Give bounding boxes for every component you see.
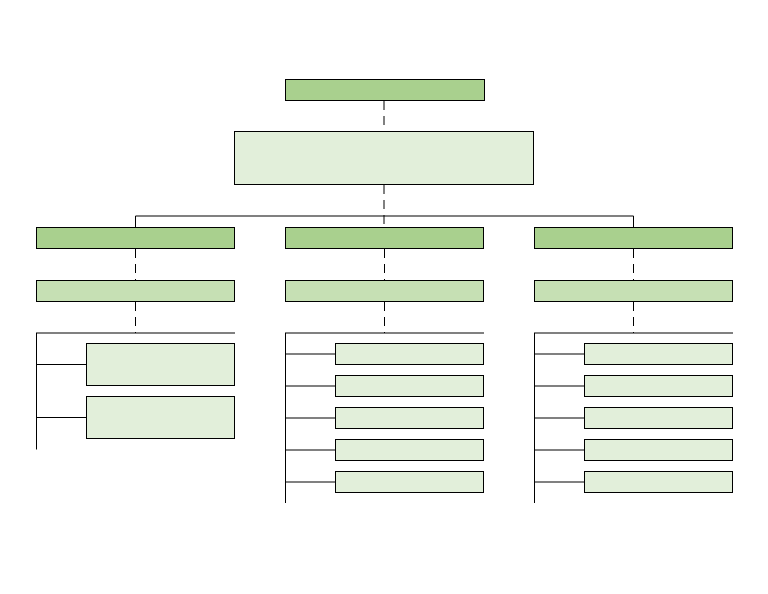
column-2-item-2-box-rect (335, 375, 484, 397)
column-1-item-1-box-rect (86, 343, 235, 386)
column-2-subtitle-box-rect (285, 280, 484, 302)
column-2-item-5-box-rect (335, 471, 484, 493)
column-2-item-1-box (335, 343, 484, 365)
column-3-item-2-box (584, 375, 733, 397)
top-box-rect (285, 79, 485, 101)
column-3-item-2-box-rect (584, 375, 733, 397)
column-2-title-box-rect (285, 227, 484, 249)
column-2-item-3-box (335, 407, 484, 429)
top-box (285, 79, 485, 101)
connector-lines (36, 101, 733, 503)
column-2-item-5-box (335, 471, 484, 493)
column-1-title-box-rect (36, 227, 235, 249)
column-3-item-1-box-rect (584, 343, 733, 365)
column-2-item-1-box-rect (335, 343, 484, 365)
summary-box-rect (234, 131, 534, 185)
column-1-title-box (36, 227, 235, 249)
column-1-item-2-box-rect (86, 396, 235, 439)
column-3-subtitle-box (534, 280, 733, 302)
column-1-item-2-box (86, 396, 235, 439)
column-1-subtitle-box-rect (36, 280, 235, 302)
column-3-item-4-box-rect (584, 439, 733, 461)
column-3-item-1-box (584, 343, 733, 365)
column-1-subtitle-box (36, 280, 235, 302)
column-3-title-box (534, 227, 733, 249)
column-3-item-5-box (584, 471, 733, 493)
summary-box (234, 131, 534, 185)
column-3-item-3-box (584, 407, 733, 429)
column-3-subtitle-box-rect (534, 280, 733, 302)
column-3-item-3-box-rect (584, 407, 733, 429)
column-2-subtitle-box (285, 280, 484, 302)
column-3-item-5-box-rect (584, 471, 733, 493)
column-2-title-box (285, 227, 484, 249)
column-3-title-box-rect (534, 227, 733, 249)
column-2-item-3-box-rect (335, 407, 484, 429)
diagram-boxes (36, 79, 733, 493)
column-2-item-4-box-rect (335, 439, 484, 461)
column-2-item-4-box (335, 439, 484, 461)
column-1-item-1-box (86, 343, 235, 386)
column-2-item-2-box (335, 375, 484, 397)
column-3-item-4-box (584, 439, 733, 461)
